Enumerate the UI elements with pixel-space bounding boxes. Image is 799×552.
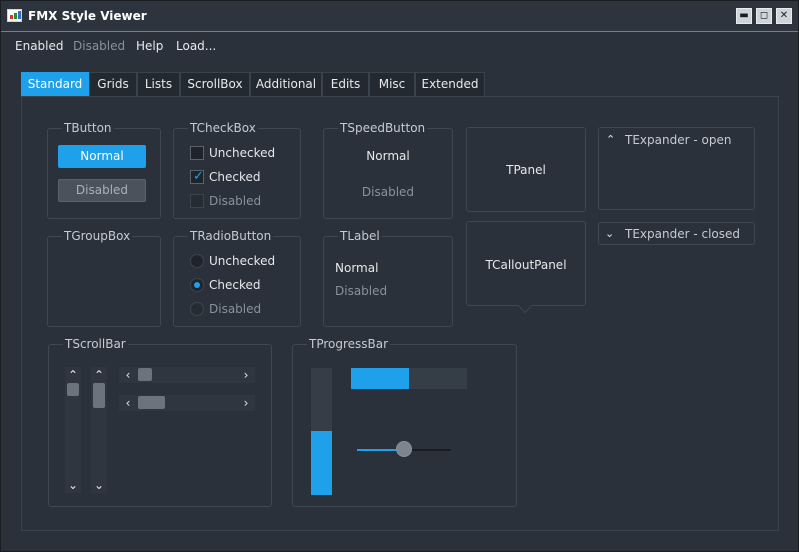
tscrollbar-group-title: TScrollBar (63, 337, 128, 351)
scroll-down-icon[interactable]: ⌄ (67, 478, 79, 492)
tab-standard[interactable]: Standard (21, 72, 89, 97)
tab-misc[interactable]: Misc (369, 72, 415, 97)
tab-additional[interactable]: Additional (250, 72, 322, 97)
tpanel: TPanel (466, 127, 586, 212)
tab-extended[interactable]: Extended (415, 72, 485, 97)
tprogressbar-group: TProgressBar (292, 337, 517, 507)
disabled-speed-button: Disabled (361, 185, 415, 199)
checked-checkbox[interactable]: ✓ (190, 169, 204, 184)
trackbar-fill (357, 449, 404, 451)
texpander-closed-label[interactable]: TExpander - closed (625, 227, 741, 241)
texpander-open: ⌃ TExpander - open (598, 127, 755, 210)
tprogressbar-group-title: TProgressBar (307, 337, 391, 351)
disabled-radio (190, 302, 204, 316)
disabled-checkbox (190, 194, 204, 208)
chevron-down-icon[interactable]: ⌄ (605, 227, 615, 240)
maximize-button[interactable]: ◻ (756, 8, 772, 24)
tspeedbutton-group: TSpeedButton Normal Disabled (323, 121, 453, 219)
checked-radio-label: Checked (209, 278, 261, 292)
scroll-up-icon[interactable]: ⌃ (93, 368, 105, 382)
scroll-up-icon[interactable]: ⌃ (67, 368, 79, 382)
menu-disabled[interactable]: Disabled (73, 39, 126, 53)
unchecked-checkbox[interactable] (190, 146, 204, 160)
vertical-scrollbar-1[interactable] (65, 367, 81, 493)
close-button[interactable]: ✕ (776, 8, 792, 24)
normal-label: Normal (335, 261, 379, 275)
unchecked-checkbox-label: Unchecked (209, 146, 276, 160)
checked-checkbox-label: Checked (209, 170, 261, 184)
scroll-left-icon[interactable]: ‹ (125, 396, 131, 410)
tgroupbox: TGroupBox (47, 229, 161, 327)
tradiobutton-group: TRadioButton Unchecked Checked Disabled (173, 229, 301, 327)
scroll-thumb[interactable] (138, 368, 152, 381)
chevron-up-icon[interactable]: ⌃ (606, 133, 616, 146)
tlabel-group: TLabel Normal Disabled (323, 229, 453, 327)
tscrollbar-group: TScrollBar ⌃ ⌄ ⌃ ⌄ ‹ › ‹ › (48, 337, 272, 507)
tab-lists[interactable]: Lists (137, 72, 180, 97)
tpanel-label: TPanel (506, 163, 546, 177)
scroll-thumb[interactable] (67, 383, 79, 396)
scroll-right-icon[interactable]: › (243, 396, 249, 410)
vertical-progress-fill (311, 431, 332, 495)
scroll-down-icon[interactable]: ⌄ (93, 478, 105, 492)
tab-grids[interactable]: Grids (89, 72, 137, 97)
unchecked-radio-label: Unchecked (209, 254, 276, 268)
menu-bar: Enabled Disabled Help Load... (1, 33, 798, 57)
scroll-thumb[interactable] (138, 396, 165, 409)
unchecked-radio[interactable] (190, 254, 204, 268)
checked-radio[interactable] (190, 278, 204, 292)
tcheckbox-group: TCheckBox Unchecked ✓ Checked Disabled (173, 121, 301, 219)
disabled-checkbox-label: Disabled (209, 194, 262, 208)
vertical-progress-bar (311, 368, 332, 495)
tcheckbox-group-title: TCheckBox (188, 121, 258, 135)
tbutton-group: TButton Normal Disabled (47, 121, 161, 219)
texpander-open-label[interactable]: TExpander - open (625, 133, 732, 147)
disabled-label: Disabled (335, 284, 388, 298)
scroll-thumb[interactable] (93, 383, 105, 408)
app-chart-icon (7, 9, 22, 22)
texpander-closed: ⌄ TExpander - closed (598, 222, 755, 245)
tspeedbutton-group-title: TSpeedButton (338, 121, 428, 135)
scroll-right-icon[interactable]: › (243, 368, 249, 382)
tbutton-group-title: TButton (62, 121, 114, 135)
horizontal-progress-bar (351, 368, 467, 389)
menu-enabled[interactable]: Enabled (15, 39, 64, 53)
window-title: FMX Style Viewer (28, 9, 147, 23)
tab-scrollbox[interactable]: ScrollBox (180, 72, 250, 97)
scroll-left-icon[interactable]: ‹ (125, 368, 131, 382)
check-icon: ✓ (193, 169, 204, 184)
disabled-button: Disabled (58, 179, 146, 202)
title-bar[interactable]: FMX Style Viewer ▬ ◻ ✕ (1, 1, 798, 32)
horizontal-progress-fill (351, 368, 409, 389)
normal-speed-button[interactable]: Normal (366, 149, 410, 163)
trackbar-thumb[interactable] (396, 441, 412, 457)
tcalloutpanel: TCalloutPanel (466, 221, 586, 306)
tcalloutpanel-label: TCalloutPanel (485, 258, 567, 272)
tab-edits[interactable]: Edits (322, 72, 369, 97)
menu-load[interactable]: Load... (176, 39, 217, 53)
tlabel-group-title: TLabel (338, 229, 382, 243)
horizontal-scrollbar-1[interactable] (119, 367, 255, 383)
menu-help[interactable]: Help (136, 39, 164, 53)
tradiobutton-group-title: TRadioButton (188, 229, 274, 243)
minimize-button[interactable]: ▬ (736, 8, 752, 24)
disabled-radio-label: Disabled (209, 302, 262, 316)
tgroupbox-title: TGroupBox (62, 229, 133, 243)
normal-button[interactable]: Normal (58, 145, 146, 168)
